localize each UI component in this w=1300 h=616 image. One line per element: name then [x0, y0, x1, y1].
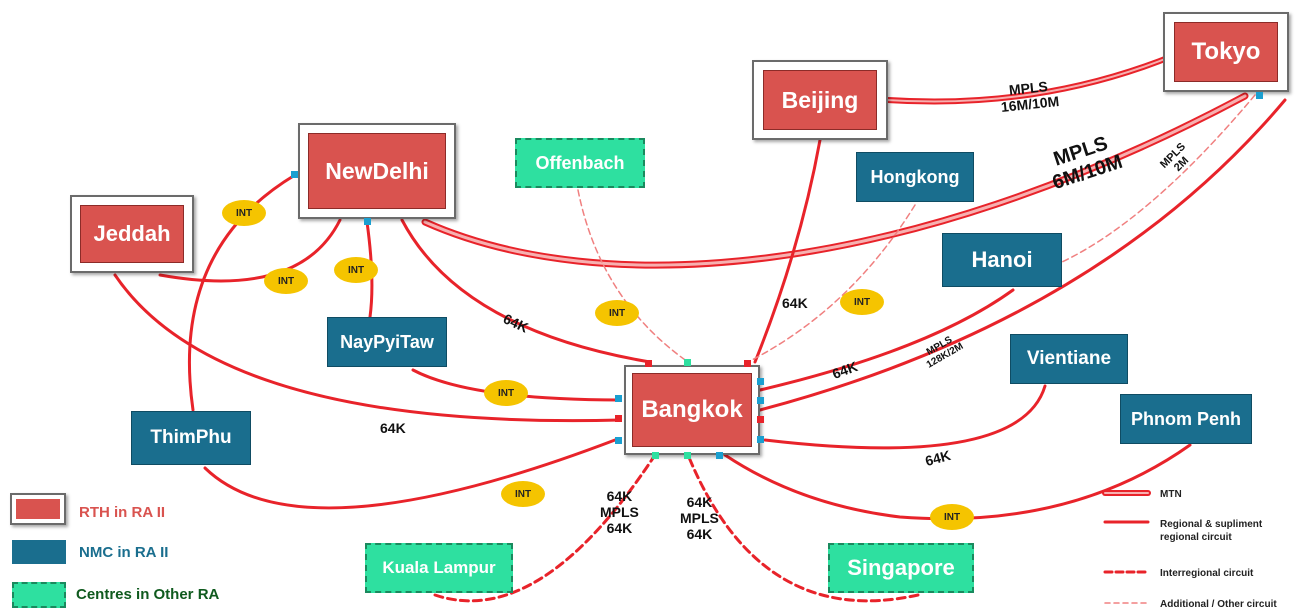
node-vientiane-label: Vientiane — [1026, 348, 1112, 369]
int-marker: INT — [840, 289, 884, 315]
port-marker — [757, 378, 764, 385]
port-marker — [757, 397, 764, 404]
port-marker — [757, 416, 764, 423]
node-beijing[interactable]: Beijing — [763, 70, 877, 130]
port-marker — [684, 452, 691, 459]
node-hongkong[interactable]: Hongkong — [856, 152, 974, 202]
link-newdelhi-thimphu — [187, 173, 297, 412]
port-marker — [645, 360, 652, 367]
node-jeddah-label: Jeddah — [93, 221, 171, 246]
link-tokyo-bangkok — [758, 98, 1287, 412]
legend-mtn-label: MTN — [1160, 489, 1182, 500]
node-kualalampur[interactable]: Kuala Lampur — [365, 543, 513, 593]
int-marker: INT — [595, 300, 639, 326]
int-marker: INT — [484, 380, 528, 406]
node-singapore-label: Singapore — [847, 555, 955, 580]
node-thimphu[interactable]: ThimPhu — [131, 411, 251, 465]
port-marker — [757, 436, 764, 443]
port-marker — [652, 452, 659, 459]
legend-other-swatch — [12, 582, 66, 608]
link-thimphu-bangkok — [203, 438, 617, 510]
port-marker — [364, 218, 371, 225]
legend-interregional-label: Interregional circuit — [1160, 568, 1254, 579]
int-marker: INT — [930, 504, 974, 530]
port-marker — [615, 437, 622, 444]
node-tokyo-label: Tokyo — [1191, 38, 1261, 65]
node-bangkok-label: Bangkok — [641, 396, 743, 423]
link-offenbach-bangkok — [577, 189, 689, 363]
link-hongkong-bangkok — [747, 204, 916, 363]
legend-nmc-label: NMC in RA II — [79, 544, 169, 561]
int-marker: INT — [222, 200, 266, 226]
port-marker — [615, 415, 622, 422]
node-offenbach-label: Offenbach — [535, 152, 625, 173]
node-hanoi-label: Hanoi — [971, 247, 1033, 272]
port-marker — [615, 395, 622, 402]
node-singapore[interactable]: Singapore — [828, 543, 974, 593]
legend-rth-swatch — [16, 499, 60, 519]
label-jeddah-bangkok: 64K — [380, 420, 406, 436]
node-kualalampur-label: Kuala Lampur — [382, 558, 496, 577]
legend-additional-label: Additional / Other circuit — [1160, 599, 1277, 610]
node-newdelhi-label: NewDelhi — [325, 157, 429, 184]
node-offenbach[interactable]: Offenbach — [515, 138, 645, 188]
node-thimphu-label: ThimPhu — [150, 427, 232, 448]
int-marker: INT — [264, 268, 308, 294]
node-naypyitaw[interactable]: NayPyiTaw — [327, 317, 447, 367]
link-tokyo-hanoi — [1061, 94, 1256, 263]
port-marker — [684, 359, 691, 366]
link-vientiane-bangkok — [763, 384, 1047, 450]
label-kl-bangkok: 64K MPLS 64K — [600, 488, 639, 536]
node-beijing-label: Beijing — [781, 86, 859, 113]
link-phnompenh-bangkok — [723, 443, 1192, 521]
int-marker: INT — [501, 481, 545, 507]
node-hongkong-label: Hongkong — [870, 166, 960, 187]
int-marker: INT — [334, 257, 378, 283]
port-marker — [291, 171, 298, 178]
port-marker — [716, 452, 723, 459]
label-sg-bangkok: 64K MPLS 64K — [680, 494, 719, 542]
node-phnompenh-label: Phnom Penh — [1130, 408, 1241, 429]
port-marker — [1256, 92, 1263, 99]
node-vientiane[interactable]: Vientiane — [1010, 334, 1128, 384]
label-beijing-bangkok: 64K — [782, 295, 808, 311]
legend-rth-label: RTH in RA II — [79, 504, 166, 521]
node-hanoi[interactable]: Hanoi — [942, 233, 1062, 287]
node-phnompenh[interactable]: Phnom Penh — [1120, 394, 1252, 444]
node-jeddah[interactable]: Jeddah — [80, 205, 184, 263]
port-marker — [744, 360, 751, 367]
link-sg-bangkok — [686, 453, 920, 603]
legend-regional-label: Regional & supliment regional circuit — [1160, 519, 1263, 543]
mtn-beijing-tokyo — [885, 52, 1178, 105]
node-tokyo[interactable]: Tokyo — [1174, 22, 1278, 82]
node-naypyitaw-label: NayPyiTaw — [340, 331, 434, 352]
mtn-newdelhi-tokyo — [421, 92, 1249, 269]
legend-nmc-swatch — [12, 540, 66, 564]
link-hanoi-bangkok — [758, 288, 1015, 392]
node-newdelhi[interactable]: NewDelhi — [308, 133, 446, 209]
link-beijing-bangkok — [753, 138, 822, 364]
link-newdelhi-bangkok — [400, 218, 652, 364]
node-bangkok[interactable]: Bangkok — [632, 373, 752, 447]
legend-other-label: Centres in Other RA — [76, 586, 220, 603]
link-jeddah-bangkok — [113, 273, 622, 423]
label-beijing-tokyo: MPLS 16M/10M — [1000, 78, 1060, 115]
link-kl-bangkok — [433, 453, 657, 603]
